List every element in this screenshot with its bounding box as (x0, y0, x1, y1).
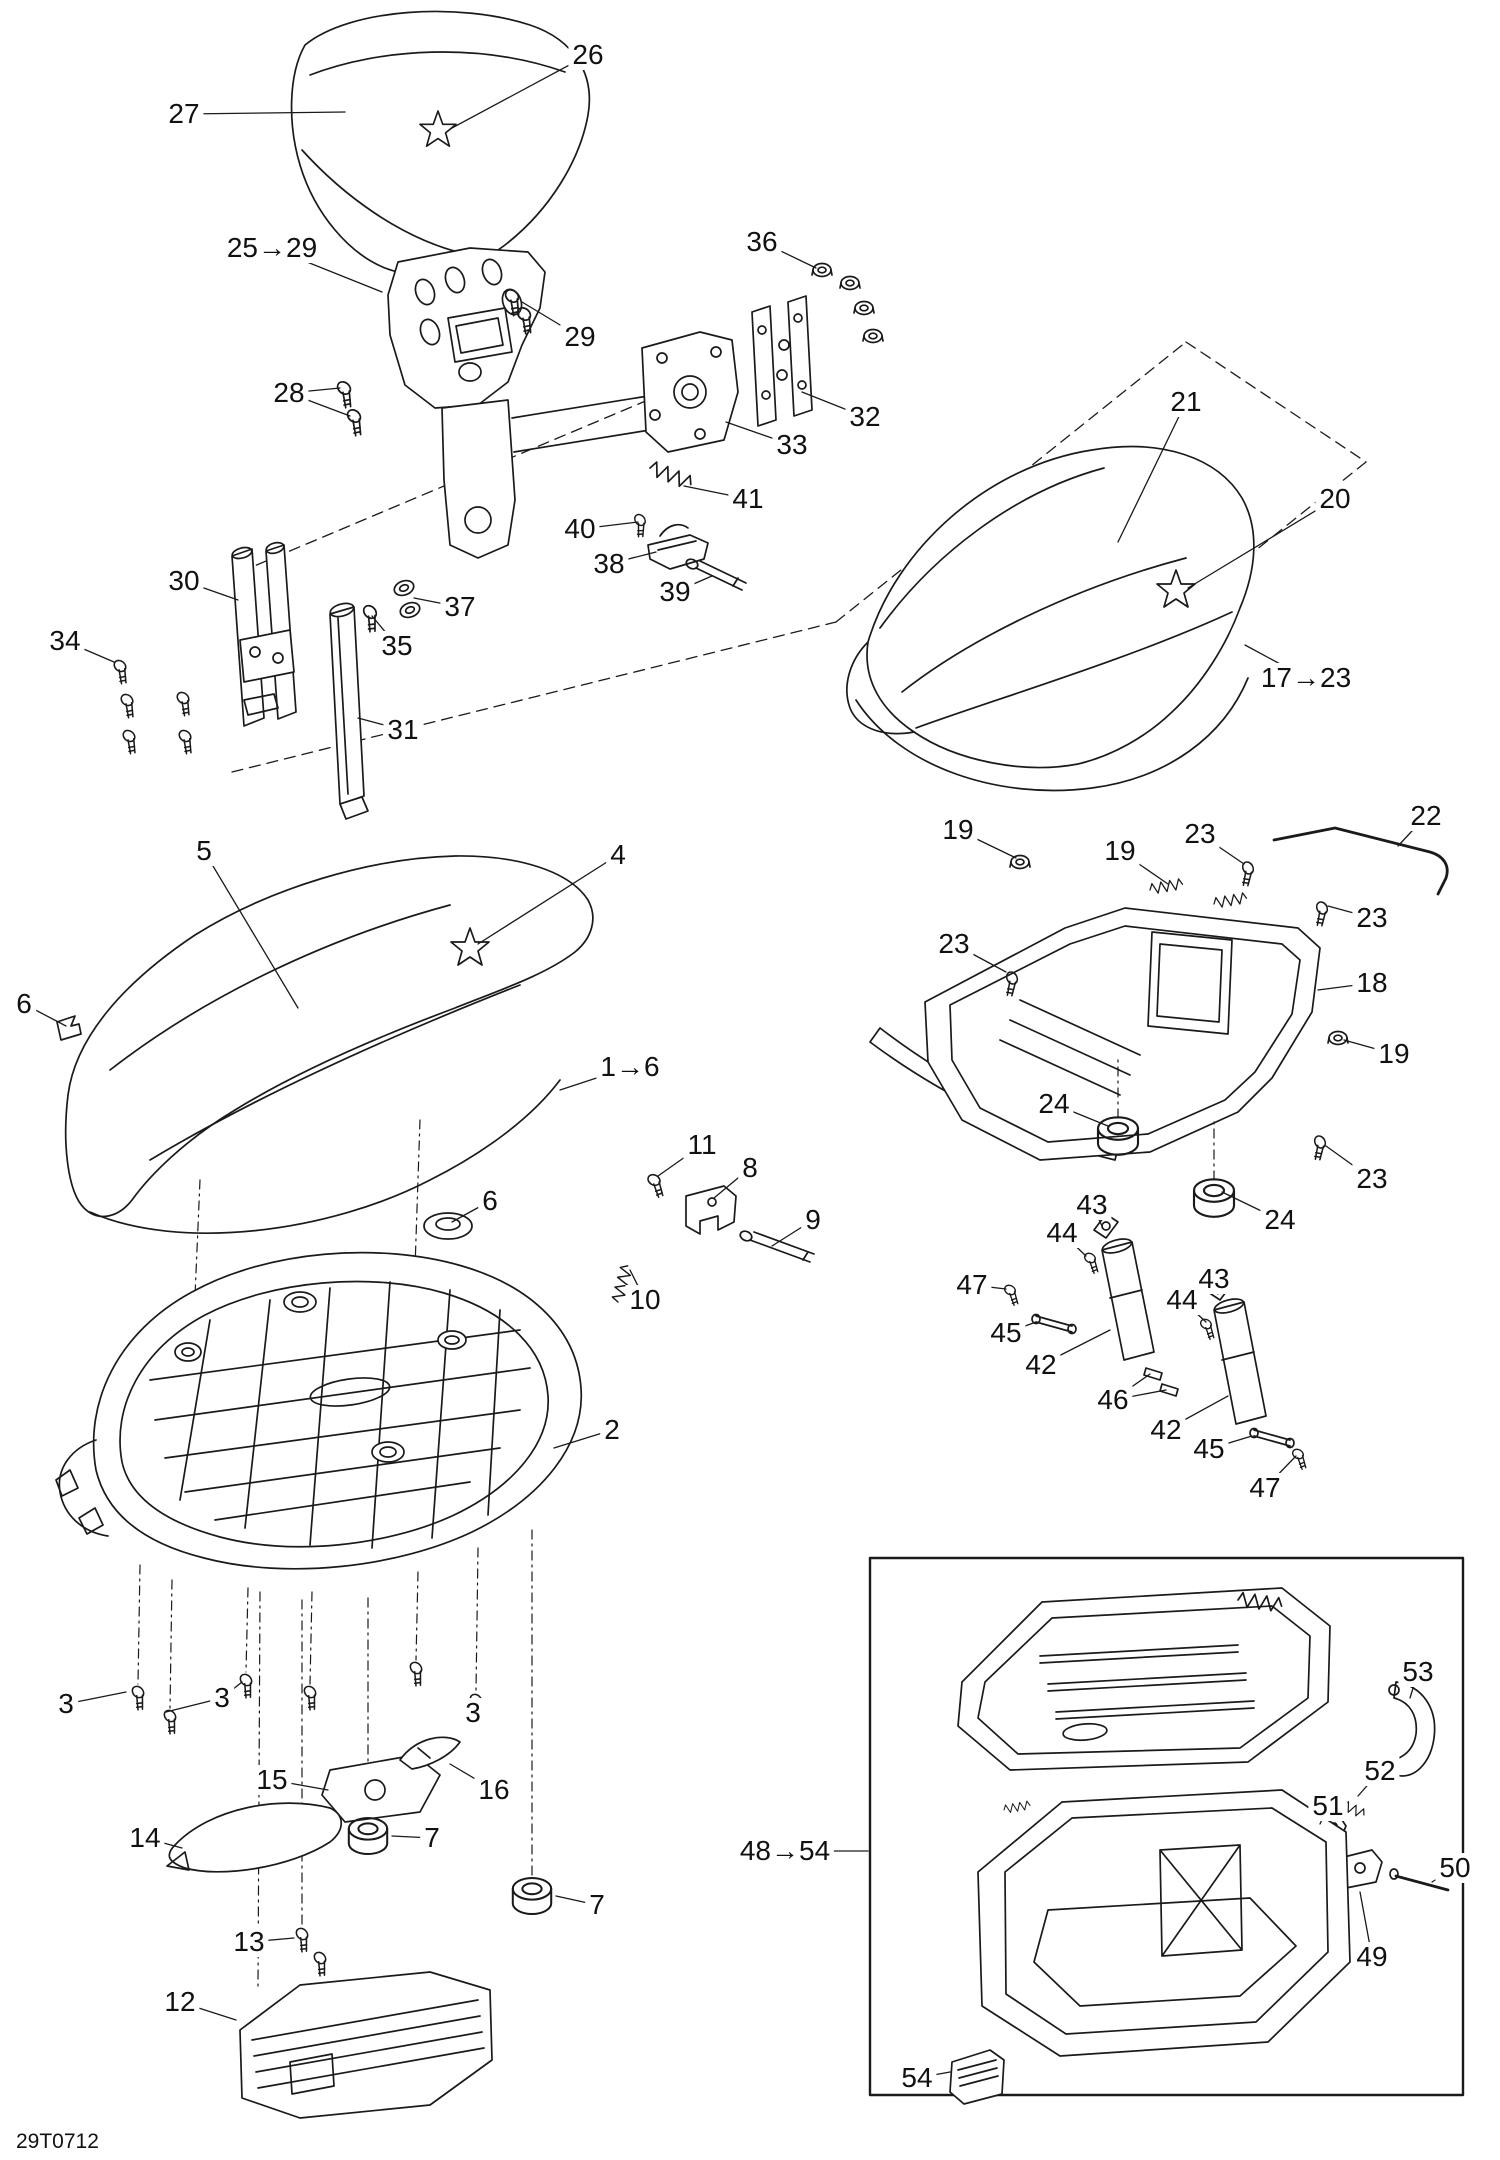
callout-12: 12 (160, 1987, 200, 2017)
callout-51: 51 (1308, 1791, 1348, 1821)
callout-25-29: 25→29 (222, 233, 322, 263)
callout-18: 18 (1352, 968, 1392, 998)
callout-28: 28 (269, 378, 309, 408)
callout-26: 26 (568, 40, 608, 70)
callout-35: 35 (377, 631, 417, 661)
backrest-pad-drawing (290, 10, 591, 276)
callout-32: 32 (845, 402, 885, 432)
drawing-code: 29T0712 (16, 2130, 99, 2153)
gas-struts-drawing (998, 1213, 1313, 1472)
callout-40: 40 (560, 514, 600, 544)
callout-47: 47 (952, 1270, 992, 1300)
seat-base-drawing (55, 1119, 583, 2119)
callout-44: 44 (1162, 1285, 1202, 1315)
callout-1-6: 1→6 (596, 1052, 664, 1082)
callout-42: 42 (1146, 1415, 1186, 1445)
callout-31: 31 (383, 715, 423, 745)
callout-20: 20 (1315, 484, 1355, 514)
callout-54: 54 (897, 2063, 937, 2093)
callout-30: 30 (164, 566, 204, 596)
callout-22: 22 (1406, 801, 1446, 831)
leader-line (183, 111, 346, 115)
backrest-bracket-drawing (328, 247, 651, 559)
callout-6: 6 (478, 1186, 502, 1216)
callout-3: 3 (54, 1689, 78, 1719)
callout-8: 8 (738, 1153, 762, 1183)
callout-7: 7 (585, 1890, 609, 1920)
callout-5: 5 (192, 836, 216, 866)
leader-line (1187, 498, 1336, 589)
callout-33: 33 (772, 430, 812, 460)
leader-line (451, 54, 589, 129)
callout-16: 16 (474, 1775, 514, 1805)
callout-45: 45 (986, 1318, 1026, 1348)
seat-latch-parts-drawing (610, 1171, 815, 1305)
callout-23: 23 (934, 929, 974, 959)
callout-52: 52 (1360, 1756, 1400, 1786)
callout-15: 15 (252, 1765, 292, 1795)
callout-43: 43 (1072, 1190, 1112, 1220)
callout-41: 41 (728, 484, 768, 514)
callout-3: 3 (461, 1698, 485, 1728)
callout-23: 23 (1180, 819, 1220, 849)
main-seat-drawing (56, 855, 594, 1240)
callout-48-54: 48→54 (735, 1836, 835, 1866)
leader-line (477, 854, 619, 945)
callout-44: 44 (1042, 1218, 1082, 1248)
rear-seat-cover-drawing (846, 445, 1255, 792)
callout-21: 21 (1166, 387, 1206, 417)
callout-3: 3 (210, 1683, 234, 1713)
callout-11: 11 (683, 1130, 721, 1160)
callout-29: 29 (560, 322, 600, 352)
callout-13: 13 (229, 1927, 269, 1957)
callout-27: 27 (164, 99, 204, 129)
leader-line (1117, 401, 1187, 543)
callout-24: 24 (1034, 1089, 1074, 1119)
callout-49: 49 (1352, 1942, 1392, 1972)
callout-39: 39 (655, 577, 695, 607)
callout-7: 7 (420, 1823, 444, 1853)
callout-42: 42 (1021, 1350, 1061, 1380)
callout-17-23: 17→23 (1256, 663, 1356, 693)
callout-46: 46 (1093, 1385, 1133, 1415)
callout-34: 34 (45, 626, 85, 656)
callout-10: 10 (625, 1285, 665, 1315)
callout-19: 19 (938, 815, 978, 845)
callout-2: 2 (600, 1415, 624, 1445)
callout-19: 19 (1100, 836, 1140, 866)
callout-23: 23 (1352, 903, 1392, 933)
callout-43: 43 (1194, 1264, 1234, 1294)
storage-box-inset-drawing (868, 1556, 1465, 2105)
leader-line (203, 850, 299, 1009)
callout-14: 14 (125, 1823, 165, 1853)
backrest-posts-drawing (106, 541, 423, 820)
callout-37: 37 (440, 592, 480, 622)
rear-rack-drawing (869, 826, 1449, 1218)
hinge-assembly-drawing (626, 262, 884, 591)
callout-9: 9 (801, 1205, 825, 1235)
callout-24: 24 (1260, 1205, 1300, 1235)
callout-4: 4 (606, 840, 630, 870)
callout-19: 19 (1374, 1039, 1414, 1069)
callout-36: 36 (742, 227, 782, 257)
callout-6: 6 (12, 989, 36, 1019)
callout-23: 23 (1352, 1164, 1392, 1194)
callout-47: 47 (1245, 1473, 1285, 1503)
callout-50: 50 (1435, 1853, 1475, 1883)
callout-53: 53 (1398, 1657, 1438, 1687)
callout-38: 38 (589, 549, 629, 579)
callout-45: 45 (1189, 1434, 1229, 1464)
